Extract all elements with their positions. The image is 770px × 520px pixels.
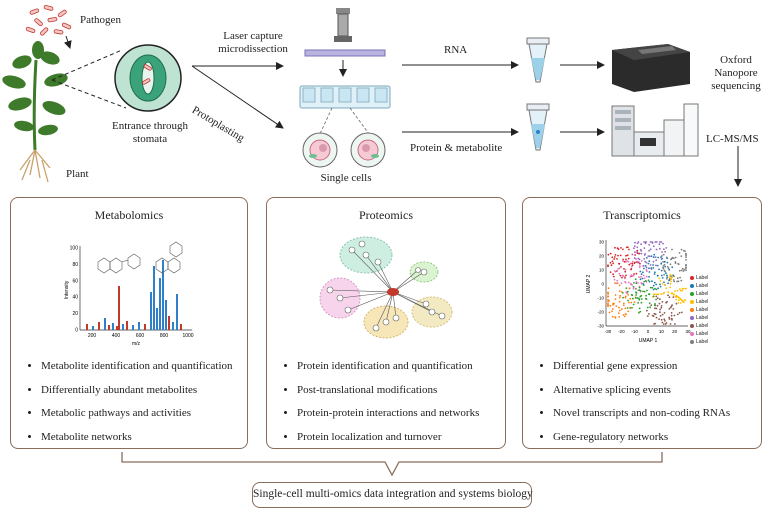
legend-item: Label: [690, 330, 708, 338]
list-item: Post-translational modifications: [297, 379, 479, 403]
legend-label: Label: [696, 307, 709, 313]
single-cells-label: Single cells: [320, 172, 372, 184]
legend-item: Label: [690, 290, 708, 298]
transcriptomics-title: Transcriptomics: [603, 208, 681, 222]
legend-swatch: [690, 340, 694, 344]
list-item: Novel transcripts and non-coding RNAs: [553, 402, 730, 426]
legend-item: Label: [690, 274, 708, 282]
list-item: Gene-regulatory networks: [553, 426, 730, 450]
metabolomics-title: Metabolomics: [94, 208, 164, 222]
legend-swatch: [690, 292, 694, 296]
integration-box: Single-cell multi-omics data integration…: [252, 482, 533, 508]
legend-label: Label: [696, 283, 709, 289]
protein-metabolite-label: Protein & metabolite: [410, 142, 503, 154]
plant-label: Plant: [66, 168, 89, 180]
microscope-icon: [304, 8, 386, 57]
rna-tube-icon: [526, 37, 550, 83]
plant-icon: [2, 41, 68, 183]
oxford-nanopore-label: Oxford Nanopore sequencing: [711, 54, 761, 92]
list-item: Protein identification and quantificatio…: [297, 355, 479, 379]
sequencer-icon: [612, 44, 690, 92]
legend-label: Label: [696, 323, 709, 329]
list-item: Differentially abundant metabolites: [41, 379, 233, 403]
transcriptomics-list: Differential gene expression Alternative…: [541, 355, 730, 449]
list-item: Alternative splicing events: [553, 379, 730, 403]
proteomics-title: Proteomics: [359, 208, 413, 222]
entrance-label: Entrance through stomata: [111, 120, 189, 145]
legend-label: Label: [696, 291, 709, 297]
legend-item: Label: [690, 306, 708, 314]
rna-label: RNA: [444, 44, 468, 56]
lcms-icon: [611, 103, 699, 157]
legend-label: Label: [696, 331, 709, 337]
legend-swatch: [690, 276, 694, 280]
legend-label: Label: [696, 339, 709, 345]
legend-label: Label: [696, 299, 709, 305]
legend-label: Label: [696, 275, 709, 281]
stomata-icon: [114, 44, 182, 112]
list-item: Protein localization and turnover: [297, 426, 479, 450]
pathogen-arrow: [63, 35, 72, 49]
metabolomics-list: Metabolite identification and quantifica…: [29, 355, 233, 449]
metabolomics-panel: Metabolomics Metabolite identification a…: [10, 197, 248, 449]
laser-capture-label: Laser capture microdissection: [218, 30, 288, 55]
list-item: Metabolite identification and quantifica…: [41, 355, 233, 379]
legend-swatch: [690, 300, 694, 304]
legend-swatch: [690, 324, 694, 328]
list-item: Differential gene expression: [553, 355, 730, 379]
legend-swatch: [690, 308, 694, 312]
proteomics-list: Protein identification and quantificatio…: [285, 355, 479, 449]
protein-tube-icon: [526, 103, 550, 151]
list-item: Protein-protein interactions and network…: [297, 402, 479, 426]
transcriptomics-panel: Transcriptomics Differential gene expres…: [522, 197, 762, 449]
integration-bracket: [121, 452, 663, 477]
legend-item: Label: [690, 314, 708, 322]
legend-item: Label: [690, 322, 708, 330]
pathogen-icon: [25, 5, 72, 36]
well-plate-icon: [299, 85, 391, 109]
legend-item: Label: [690, 338, 708, 346]
list-item: Metabolic pathways and activities: [41, 402, 233, 426]
single-cells-icon: [302, 132, 386, 168]
legend-swatch: [690, 316, 694, 320]
legend-swatch: [690, 332, 694, 336]
legend-item: Label: [690, 298, 708, 306]
protoplasting-label: Protoplasting: [189, 104, 247, 145]
pathogen-label: Pathogen: [80, 14, 121, 26]
legend-item: Label: [690, 282, 708, 290]
legend-swatch: [690, 284, 694, 288]
lcms-label: LC-MS/MS: [706, 133, 759, 145]
list-item: Metabolite networks: [41, 426, 233, 450]
proteomics-panel: Proteomics Protein identification and qu…: [266, 197, 506, 449]
legend-label: Label: [696, 315, 709, 321]
